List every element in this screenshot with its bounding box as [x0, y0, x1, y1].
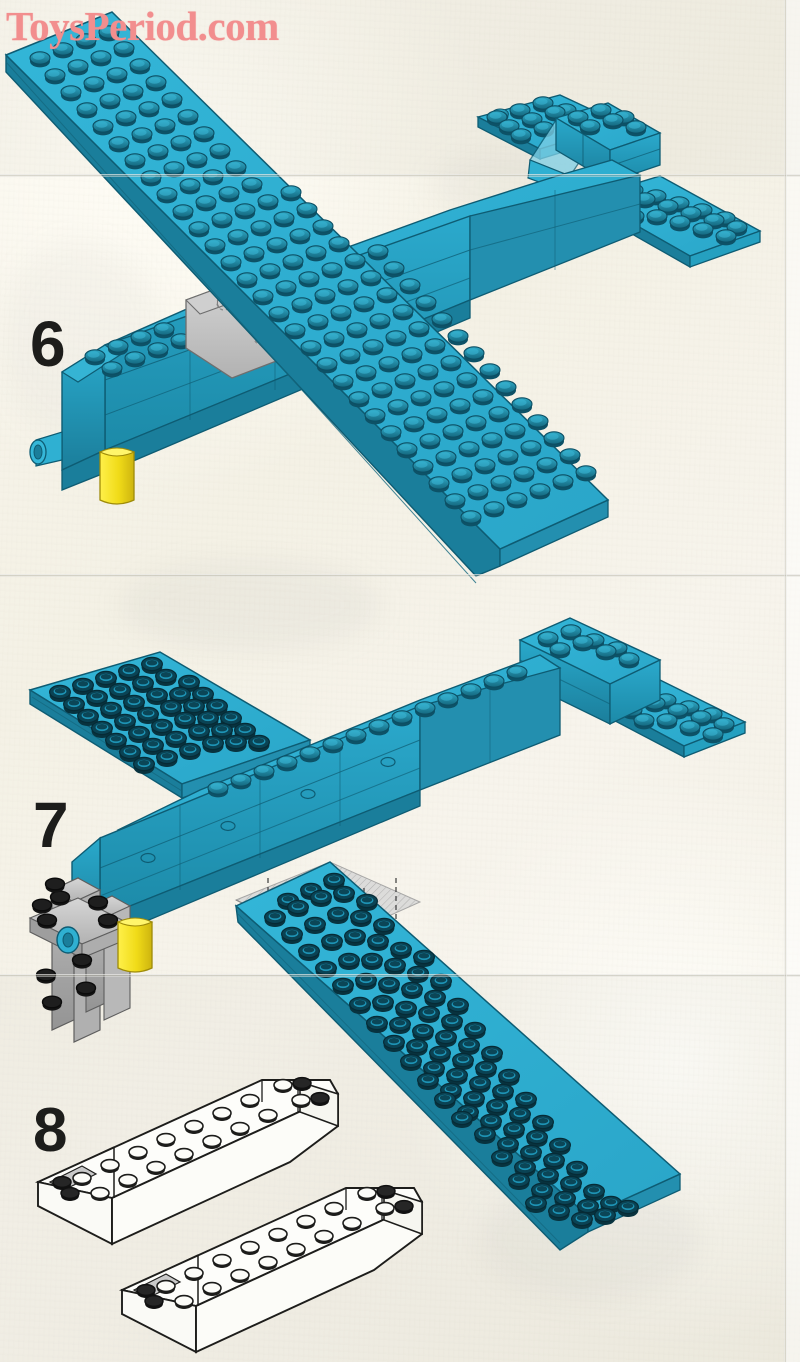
propeller-assembly [28, 877, 132, 1043]
fuselage-body-step7 [71, 654, 562, 957]
watermark-toysperiod: ToysPeriod.com [6, 3, 279, 49]
step-number-8: 8 [33, 1096, 68, 1165]
fold-line-horizontal-1 [0, 174, 800, 177]
white-brick-lower [118, 1184, 424, 1354]
yellow-cylinder-step7 [116, 917, 154, 973]
step-6-illustration [4, 11, 762, 584]
step-8-illustration [34, 1076, 424, 1354]
nose-pin-axle [29, 431, 63, 467]
fold-line-vertical-1 [784, 0, 787, 1362]
main-wing-plate-step6 [4, 11, 610, 584]
white-brick-upper [34, 1076, 340, 1246]
fold-line-horizontal-3 [0, 974, 800, 977]
fold-line-horizontal-2 [0, 574, 800, 577]
yellow-cylinder-step6 [98, 447, 136, 505]
step-number-6: 6 [30, 308, 66, 380]
step-7-illustration [28, 617, 747, 1251]
lower-wing-plate-step7 [234, 861, 682, 1251]
step-number-7: 7 [33, 789, 69, 861]
